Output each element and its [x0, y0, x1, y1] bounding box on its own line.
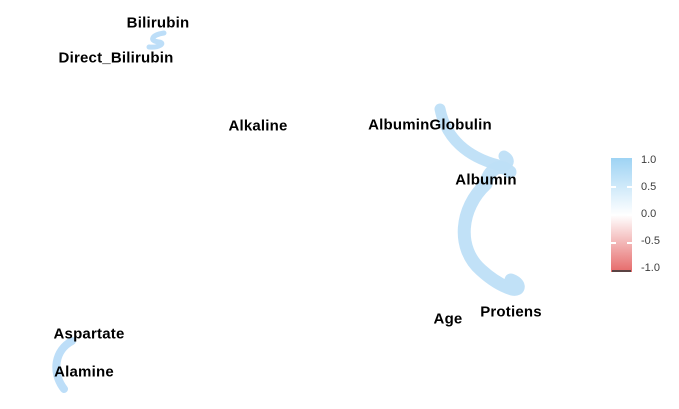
legend-tick-label: 0.5 [641, 181, 657, 193]
colorbar-bottom-tick [612, 270, 631, 272]
legend-tick-label: 1.0 [641, 154, 657, 166]
edge-aspartate-alamine [52, 337, 76, 393]
node-albumin: Albumin [455, 171, 517, 189]
edge-albumin-protiens [457, 161, 525, 296]
node-bilirubin: Bilirubin [126, 14, 190, 32]
node-alkaline: Alkaline [228, 117, 288, 135]
colorbar-tick-mark [611, 214, 616, 216]
edge-bilirubin-direct_bilirubin [146, 30, 167, 50]
colorbar-tick-mark [611, 242, 616, 244]
legend-tick-label: 0.0 [641, 208, 657, 220]
node-aspartate: Aspartate [53, 325, 125, 343]
node-albuminglobulin: AlbuminGlobulin [368, 116, 492, 134]
node-direct-bilirubin: Direct_Bilirubin [58, 49, 174, 67]
legend-tick-label: -1.0 [641, 262, 660, 274]
legend-tick-label: -0.5 [641, 235, 660, 247]
colorbar-tick-mark [627, 242, 632, 244]
colorbar-tick-mark [627, 214, 632, 216]
colorbar-legend: 1.0 0.5 0.0 -0.5 -1.0 [611, 154, 679, 278]
node-protiens: Protiens [480, 303, 542, 321]
colorbar-tick-mark [627, 186, 632, 188]
node-alamine: Alamine [54, 363, 114, 381]
colorbar-gradient [611, 158, 632, 272]
node-age: Age [433, 310, 463, 328]
colorbar-tick-mark [611, 186, 616, 188]
